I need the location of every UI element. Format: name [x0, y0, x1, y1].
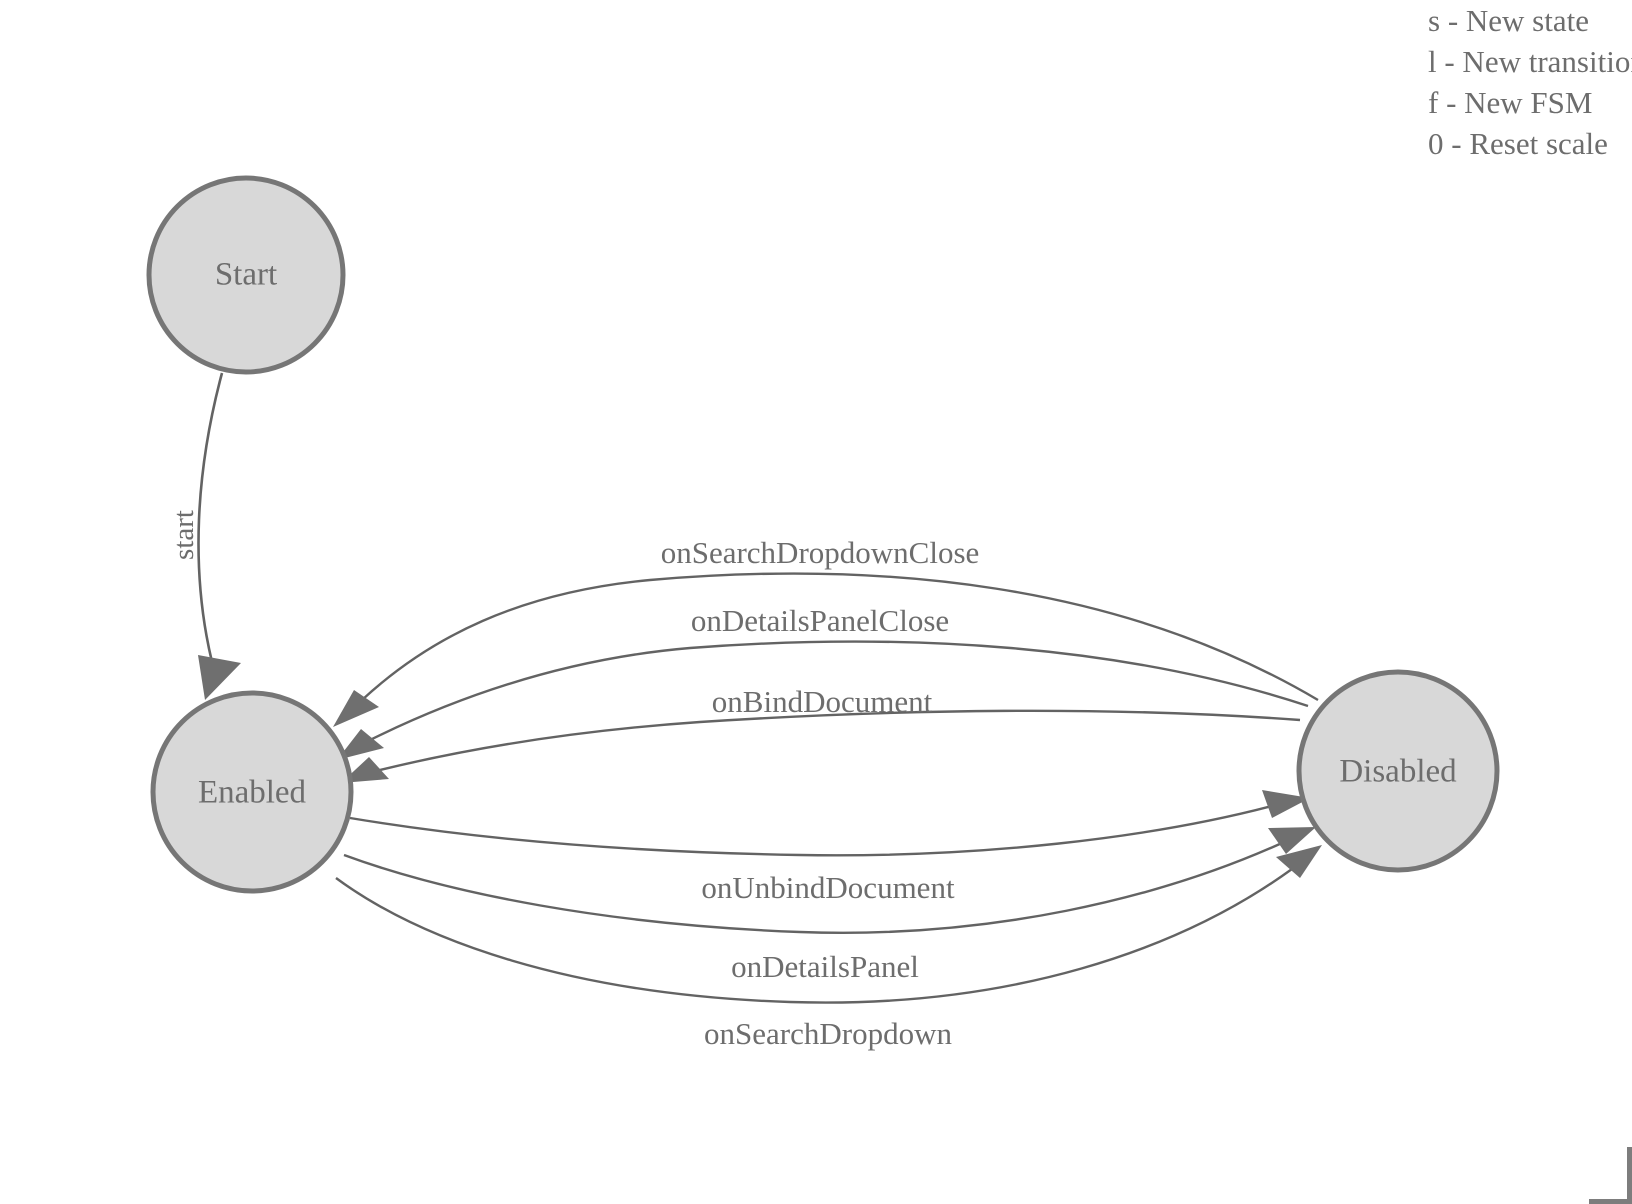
- edge-path-onunbinddocument: [349, 804, 1273, 857]
- edge-path-start-enabled: [197, 372, 224, 663]
- node-start[interactable]: Start: [146, 175, 346, 375]
- node-disabled-label: Disabled: [1339, 754, 1457, 790]
- arrowhead-ondetailspanelclose: [337, 729, 384, 760]
- edge-path-onbinddocument: [371, 709, 1301, 774]
- arrowhead-onbinddocument: [341, 757, 389, 783]
- edge-label-ondetailspanel: onDetailsPanel: [731, 949, 919, 984]
- arrowhead-ondetailspanel: [1268, 827, 1316, 854]
- node-disabled[interactable]: Disabled: [1296, 669, 1500, 873]
- edge-label-onsearchdropdownclose: onSearchDropdownClose: [661, 535, 980, 570]
- edge-label-onbinddocument: onBindDocument: [712, 684, 933, 719]
- edge-path-onsearchdropdown: [335, 868, 1293, 1004]
- node-enabled[interactable]: Enabled: [150, 690, 354, 894]
- edge-label-start: start: [168, 510, 200, 560]
- node-enabled-circle: [150, 690, 354, 894]
- edge-disabled-to-enabled-searchdropdownclose[interactable]: onSearchDropdownClose: [333, 535, 1319, 727]
- arrowhead-start-enabled: [198, 655, 241, 700]
- node-start-circle: [146, 175, 346, 375]
- edge-label-onsearchdropdown: onSearchDropdown: [704, 1016, 952, 1051]
- edge-enabled-to-disabled-detailspanel[interactable]: onDetailsPanel: [343, 827, 1316, 984]
- arrowhead-onsearchdropdownclose: [333, 690, 379, 727]
- node-start-label: Start: [215, 257, 277, 293]
- node-disabled-circle: [1296, 669, 1500, 873]
- edge-path-ondetailspanel: [343, 841, 1283, 934]
- edge-label-ondetailspanelclose: onDetailsPanelClose: [691, 603, 949, 638]
- edge-enabled-to-disabled-searchdropdown[interactable]: onSearchDropdown: [335, 845, 1322, 1051]
- edge-disabled-to-enabled-detailspanelclose[interactable]: onDetailsPanelClose: [337, 603, 1309, 760]
- arrowhead-onsearchdropdown: [1276, 845, 1322, 878]
- edge-disabled-to-enabled-binddocument[interactable]: onBindDocument: [341, 684, 1301, 783]
- edge-path-ondetailspanelclose: [365, 640, 1309, 744]
- arrowhead-onunbinddocument: [1262, 790, 1310, 818]
- panel-corner-frame: [1589, 1147, 1632, 1204]
- edge-path-onsearchdropdownclose: [361, 572, 1319, 702]
- edge-label-onunbinddocument: onUnbindDocument: [701, 870, 955, 905]
- edge-enabled-to-disabled-unbinddocument[interactable]: onUnbindDocument: [349, 790, 1310, 905]
- edge-start-to-enabled[interactable]: start: [168, 372, 241, 700]
- node-enabled-label: Enabled: [198, 775, 307, 811]
